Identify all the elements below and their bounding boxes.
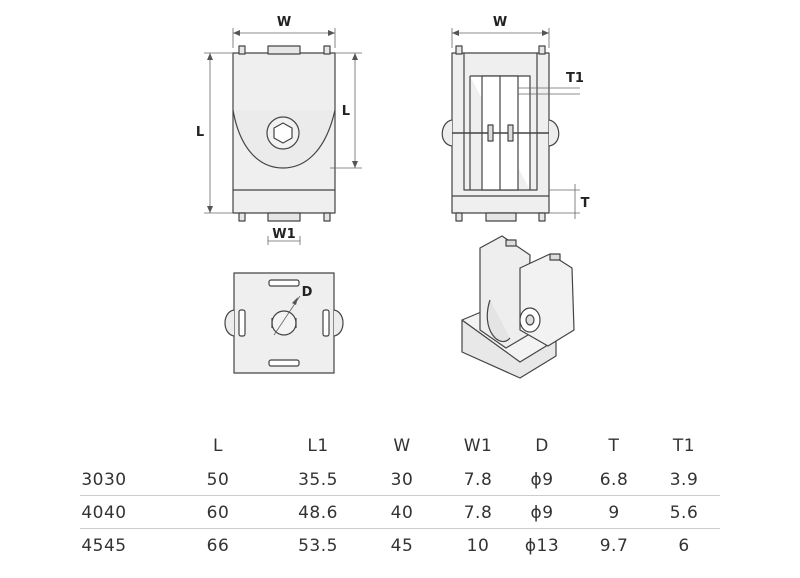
T1-label: T1	[566, 71, 584, 86]
table-cell: 48.6	[298, 503, 338, 523]
table-cell: ϕ13	[524, 536, 560, 556]
front-view	[232, 45, 336, 222]
table-cell: 53.5	[298, 536, 338, 556]
side-width-label: W	[493, 15, 507, 30]
table-cell: 6	[678, 536, 690, 556]
table-header-row: L L1 W W1 D T T1	[0, 436, 800, 466]
model-cell: 4545	[81, 536, 127, 556]
top-view	[224, 272, 344, 374]
table-row: 4040 60 48.6 40 7.8 ϕ9 9 5.6	[0, 503, 800, 533]
length-label: L	[196, 125, 204, 140]
table-cell: 5.6	[669, 503, 699, 523]
header-W: W	[393, 436, 411, 456]
front-dimensions	[204, 28, 362, 245]
row-divider	[80, 495, 720, 496]
T-label: T	[581, 196, 590, 211]
row-divider	[80, 528, 720, 529]
table-cell: 45	[390, 536, 414, 556]
header-L1: L1	[307, 436, 329, 456]
L-right-label: L	[342, 104, 350, 119]
table-cell: 9	[608, 503, 620, 523]
header-W1: W1	[463, 436, 493, 456]
header-D: D	[535, 436, 549, 456]
table-cell: 40	[390, 503, 414, 523]
table-cell: 50	[206, 470, 230, 490]
bore-diameter-label: D	[302, 285, 313, 300]
table-row: 4545 66 53.5 45 10 ϕ13 9.7 6	[0, 536, 800, 566]
table-cell: 30	[390, 470, 414, 490]
model-cell: 3030	[81, 470, 127, 490]
table-row: 3030 50 35.5 30 7.8 ϕ9 6.8 3.9	[0, 470, 800, 500]
table-cell: 60	[206, 503, 230, 523]
side-view	[441, 45, 560, 222]
table-cell: 9.7	[599, 536, 629, 556]
model-cell: 4040	[81, 503, 127, 523]
table-cell: 6.8	[599, 470, 629, 490]
front-width-label: W	[277, 15, 291, 30]
dimension-arrows	[207, 30, 549, 305]
table-cell: 66	[206, 536, 230, 556]
table-cell: 3.9	[669, 470, 699, 490]
tongue-width-label: W1	[272, 227, 295, 242]
header-L: L	[213, 436, 223, 456]
side-dimensions	[451, 28, 580, 219]
table-cell: ϕ9	[530, 470, 554, 490]
table-cell: 35.5	[298, 470, 338, 490]
isometric-view	[461, 235, 575, 379]
table-cell: ϕ9	[530, 503, 554, 523]
table-cell: 7.8	[463, 503, 493, 523]
header-T: T	[608, 436, 620, 456]
header-T1: T1	[672, 436, 696, 456]
table-cell: 10	[466, 536, 490, 556]
table-cell: 7.8	[463, 470, 493, 490]
